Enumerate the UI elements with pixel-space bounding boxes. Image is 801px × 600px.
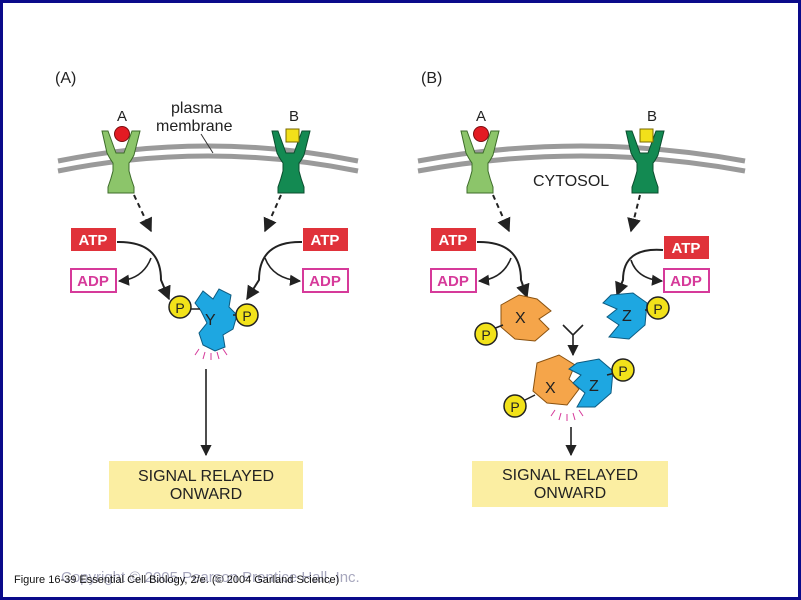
atp-text-a-right: ATP	[311, 232, 340, 249]
svg-text:Z: Z	[589, 378, 599, 395]
dashed-arrow-b-left	[492, 194, 511, 233]
cytosol-label: CYTOSOL	[533, 173, 609, 190]
signal-box-b	[472, 461, 668, 507]
activity-rays-b	[550, 409, 584, 421]
membrane-label-line2: membrane	[156, 118, 233, 135]
panel-b: (B) CYTOSOL A B ATP ADP ATP ADP	[417, 70, 746, 507]
svg-text:X: X	[545, 380, 556, 397]
ligand-a-circle	[114, 126, 130, 142]
svg-text:P: P	[653, 301, 662, 317]
phosphate-a-right	[235, 303, 259, 327]
atp-box-b-right	[664, 236, 709, 259]
svg-text:ADP: ADP	[437, 273, 469, 290]
svg-text:B: B	[647, 108, 657, 125]
panel-a-label: (A)	[55, 70, 76, 87]
svg-text:ATP: ATP	[439, 232, 468, 249]
svg-text:ATP: ATP	[672, 240, 701, 257]
svg-text:P: P	[618, 363, 627, 379]
svg-text:A: A	[476, 108, 486, 125]
adp-box-a-right	[302, 268, 349, 293]
complex-phosphate-x	[503, 394, 527, 418]
svg-text:X: X	[515, 310, 526, 327]
receptor-b: B	[271, 108, 311, 194]
membrane-label-line1: plasma	[171, 100, 223, 117]
signal-box-a	[109, 461, 303, 509]
receptor-b-label: B	[289, 108, 299, 125]
phosphate-a-left	[168, 295, 192, 319]
adp-curve-a-left	[117, 257, 152, 286]
svg-text:ADP: ADP	[670, 273, 702, 290]
svg-text:SIGNAL RELAYED: SIGNAL RELAYED	[502, 467, 638, 484]
svg-text:Z: Z	[622, 308, 632, 325]
receptor-a-b: A	[460, 108, 500, 194]
svg-text:P: P	[481, 327, 490, 343]
dashed-arrow-a-left	[133, 194, 152, 233]
signal-a-line1: SIGNAL RELAYED	[138, 468, 274, 485]
xz-complex: X Z	[532, 354, 614, 408]
signal-a-line2: ONWARD	[170, 486, 242, 503]
ligand-b-square	[285, 128, 300, 143]
adp-box-b-right	[663, 268, 710, 293]
protein-x: X	[500, 294, 552, 342]
adp-text-a-right: ADP	[309, 273, 341, 290]
activity-rays-a	[194, 348, 228, 360]
phosphate-z	[646, 296, 670, 320]
protein-y: Y	[194, 288, 238, 352]
panel-a: (A) plasma membrane A B ATP ADP A	[55, 70, 359, 509]
svg-text:P: P	[242, 308, 251, 324]
panel-b-label: (B)	[421, 70, 442, 87]
protein-z: Z	[602, 292, 648, 340]
signaling-diagram: (A) plasma membrane A B ATP ADP A	[55, 70, 746, 509]
atp-box-a-right	[303, 228, 348, 251]
svg-text:P: P	[510, 399, 519, 415]
receptor-a-label: A	[117, 108, 127, 125]
receptor-a: A	[101, 108, 141, 194]
dashed-arrow-a-right	[263, 194, 282, 233]
join-symbol	[563, 324, 583, 355]
atp-box-b-left	[431, 228, 476, 251]
atp-curve-a-right	[246, 240, 303, 301]
phosphate-x	[474, 322, 498, 346]
protein-y-label: Y	[205, 312, 216, 329]
adp-box-a-left	[70, 268, 117, 293]
figure-caption: Figure 16-39 Essential Cell Biology, 2/e…	[14, 574, 340, 586]
atp-curve-a-left	[116, 240, 171, 301]
adp-curve-a-right	[264, 257, 302, 286]
figure-frame: (A) plasma membrane A B ATP ADP A	[3, 3, 798, 597]
dashed-arrow-b-right	[627, 194, 641, 233]
complex-phosphate-z	[611, 358, 635, 382]
receptor-b-b: B	[625, 108, 665, 194]
adp-text-a-left: ADP	[77, 273, 109, 290]
adp-box-b-left	[430, 268, 477, 293]
atp-text-a-left: ATP	[79, 232, 108, 249]
copyright-watermark: Copyright © 2005 Pearson Prentice Hall, …	[61, 569, 360, 586]
plasma-membrane-b	[417, 143, 746, 164]
svg-text:P: P	[175, 300, 184, 316]
atp-box-a-left	[71, 228, 116, 251]
svg-text:ONWARD: ONWARD	[534, 485, 606, 502]
